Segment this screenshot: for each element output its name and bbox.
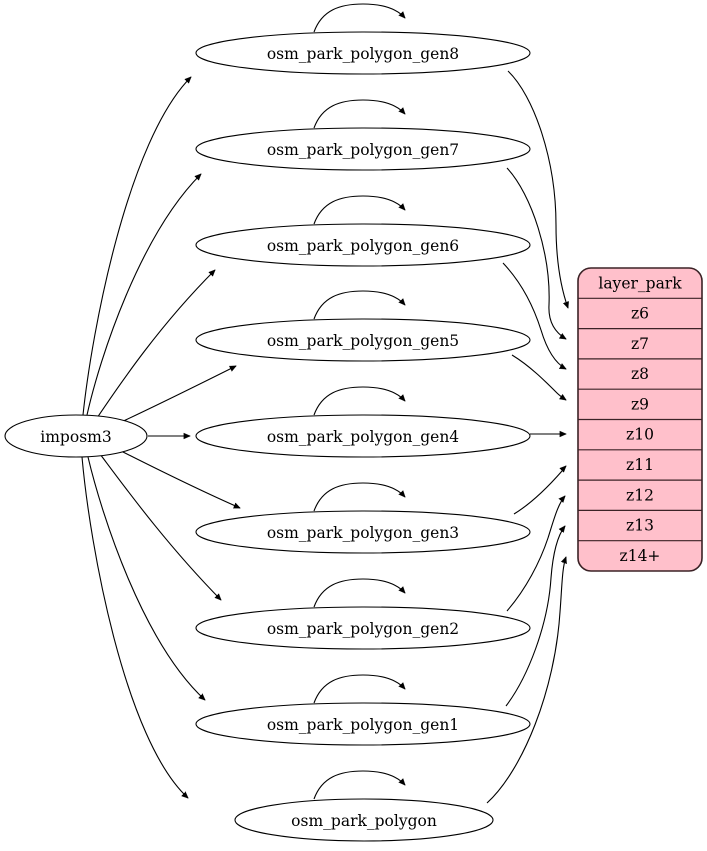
edge-gen8-to-z6 (507, 70, 568, 308)
edge-imposm3-to-gen3 (118, 449, 240, 509)
table-row-z9[interactable]: z9 (631, 395, 649, 413)
imposm3-ellipse (4, 414, 148, 458)
edge-gen7-to-z7 (506, 167, 566, 340)
edge-gen5-to-z9 (511, 354, 566, 400)
edges-to-table (486, 70, 568, 804)
edges-from-source (81, 77, 240, 798)
gen4-ellipse (195, 414, 531, 458)
self-loop-gen6 (313, 195, 405, 225)
gen3-ellipse (195, 510, 531, 554)
table-row-z10[interactable]: z10 (626, 426, 654, 444)
edge-imposm3-to-gen7 (86, 174, 201, 416)
table-row-z8[interactable]: z8 (631, 365, 649, 383)
gen2-label: osm_park_polygon_gen2 (267, 620, 459, 638)
table-row-z11[interactable]: z11 (626, 456, 654, 474)
gen4-label: osm_park_polygon_gen4 (267, 428, 459, 446)
gen8-ellipse (195, 31, 531, 75)
gen2-ellipse (195, 606, 531, 650)
node-osm-park-polygon-gen2[interactable]: osm_park_polygon_gen2 (195, 606, 531, 650)
node-osm-park-polygon-gen6[interactable]: osm_park_polygon_gen6 (195, 223, 531, 267)
gen6-ellipse (195, 223, 531, 267)
gen1-ellipse (195, 702, 531, 746)
gen3-label: osm_park_polygon_gen3 (267, 524, 459, 542)
gen7-label: osm_park_polygon_gen7 (267, 141, 459, 159)
table-border (577, 267, 703, 572)
node-imposm3[interactable]: imposm3 (4, 414, 148, 458)
table-row-z13[interactable]: z13 (626, 517, 654, 535)
self-loop-gen2 (313, 578, 405, 608)
gen6-label: osm_park_polygon_gen6 (267, 237, 459, 255)
self-loop-gen1 (313, 674, 405, 704)
self-loop-gen7 (313, 99, 405, 129)
node-osm-park-polygon-gen7[interactable]: osm_park_polygon_gen7 (195, 127, 531, 171)
node-osm-park-polygon-gen5[interactable]: osm_park_polygon_gen5 (195, 318, 531, 362)
layer-park-table[interactable]: layer_park z6 z7 z8 z9 z10 z11 z12 z13 z… (577, 267, 703, 572)
table-row-z6[interactable]: z6 (631, 305, 649, 323)
self-loop-gen5 (313, 290, 405, 320)
edge-base-to-z14plus (486, 557, 566, 804)
node-osm-park-polygon-gen8[interactable]: osm_park_polygon_gen8 (195, 31, 531, 75)
imposm3-label: imposm3 (40, 428, 111, 446)
gen5-ellipse (195, 318, 531, 362)
edge-imposm3-to-gen6 (96, 270, 215, 419)
self-loop-gen4 (313, 386, 405, 416)
base-ellipse (234, 798, 494, 842)
edge-imposm3-to-base (81, 456, 188, 798)
base-label: osm_park_polygon (291, 812, 437, 830)
edge-imposm3-to-gen2 (99, 453, 221, 600)
table-row-z14plus[interactable]: z14+ (620, 547, 661, 565)
edge-gen2-to-z12 (506, 496, 565, 612)
self-loop-gen8 (313, 3, 405, 33)
self-loop-gen3 (313, 482, 405, 512)
node-osm-park-polygon-gen3[interactable]: osm_park_polygon_gen3 (195, 510, 531, 554)
node-osm-park-polygon-gen4[interactable]: osm_park_polygon_gen4 (195, 414, 531, 458)
gen7-ellipse (195, 127, 531, 171)
edge-imposm3-to-gen8 (82, 77, 191, 416)
self-loop-edges (313, 3, 405, 800)
node-osm-park-polygon-gen1[interactable]: osm_park_polygon_gen1 (195, 702, 531, 746)
gen1-label: osm_park_polygon_gen1 (267, 716, 459, 734)
edge-imposm3-to-gen1 (87, 456, 205, 700)
self-loop-base (313, 770, 405, 800)
node-osm-park-polygon[interactable]: osm_park_polygon (234, 798, 494, 842)
gen8-label: osm_park_polygon_gen8 (267, 45, 459, 63)
edge-imposm3-to-gen5 (116, 365, 236, 425)
table-row-z7[interactable]: z7 (631, 335, 649, 353)
table-row-z12[interactable]: z12 (626, 486, 654, 504)
edge-gen6-to-z8 (502, 262, 566, 370)
table-header-label: layer_park (598, 275, 682, 293)
edge-gen3-to-z11 (513, 466, 566, 515)
edge-gen1-to-z13 (505, 526, 565, 707)
gen5-label: osm_park_polygon_gen5 (267, 332, 459, 350)
